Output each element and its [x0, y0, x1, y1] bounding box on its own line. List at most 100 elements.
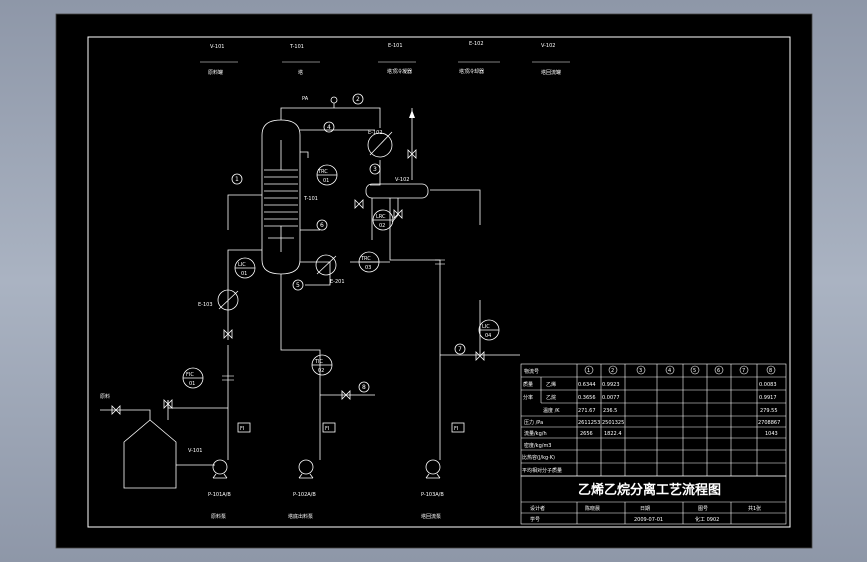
- table-header-label: 物流号: [524, 368, 539, 375]
- pump-labels: P-101A/B 原料泵 P-102A/B 塔底出料泵 P-103A/B 塔回流…: [208, 492, 444, 520]
- preheater-e103: [217, 289, 239, 311]
- valve-icon: [407, 149, 417, 159]
- inst-num-6: 03: [365, 265, 371, 271]
- legend-tag-5: V-102: [541, 43, 555, 49]
- row-4-col-8: 2708867: [758, 420, 780, 426]
- row-4-col-1: 2611253: [578, 420, 600, 426]
- valve-icon: [475, 351, 485, 361]
- reboiler-label: E-201: [330, 279, 345, 285]
- instrument-bubbles: [182, 164, 500, 389]
- valve-icon: [223, 329, 233, 339]
- tb-designer: 陈晓晨: [585, 505, 600, 512]
- fi-label-2: FI: [325, 426, 329, 432]
- title-block: 乙烯乙烷分离工艺流程图 设计者 陈晓晨 日期 图号 共1张 学号 2009-07…: [530, 482, 761, 523]
- row-3-col-8: 279.55: [760, 408, 778, 414]
- valve-icon: [393, 209, 403, 219]
- stream-5: 5: [296, 282, 300, 289]
- reboiler-e201: [315, 254, 337, 276]
- feed-label: 原料: [100, 393, 110, 400]
- tb-date: 2009-07-01: [634, 517, 663, 523]
- reflux-drum: [365, 183, 429, 199]
- row-1-col-8: 0.0083: [759, 382, 777, 388]
- pump-tag-3: P-103A/B: [421, 492, 444, 498]
- condenser-e101: [367, 131, 393, 158]
- tb-sheets: 共1张: [748, 505, 761, 512]
- pump-name-1: 原料泵: [211, 513, 226, 520]
- tb-drawing-no-label: 图号: [698, 506, 708, 512]
- legend-name-2: 塔: [298, 69, 303, 76]
- row-4-col-2: 2501325: [602, 420, 624, 426]
- valve-icon: [341, 390, 351, 400]
- legend-tag-1: V-101: [210, 44, 224, 50]
- stream-2: 2: [356, 96, 360, 103]
- drawing-title: 乙烯乙烷分离工艺流程图: [578, 482, 721, 498]
- legend-name-1: 原料罐: [208, 69, 223, 76]
- drum-label: V-102: [395, 177, 409, 183]
- control-valves: [111, 149, 485, 415]
- row-5-col-1: 2656: [580, 431, 593, 437]
- table-col-4: 4: [668, 368, 671, 374]
- table-col-1: 1: [587, 368, 590, 374]
- table-col-7: 7: [742, 368, 745, 374]
- legend-tag-2: T-101: [289, 44, 304, 50]
- row-6-label: 密度/kg/m3: [524, 442, 552, 449]
- inst-num-4: 01: [189, 381, 195, 387]
- row-3-label: 温度 /K: [543, 407, 560, 414]
- tank-label: V-101: [188, 448, 202, 454]
- stream-markers: [231, 93, 466, 393]
- row-2-col-8: 0.9917: [759, 395, 777, 401]
- row-1-label: 乙烯: [546, 381, 556, 388]
- row-5-col-8: 1043: [765, 431, 778, 437]
- inst-tag-6: TRC: [360, 256, 371, 262]
- inst-tag-1: TRC: [317, 169, 328, 175]
- stream-6: 6: [320, 222, 324, 229]
- inst-tag-7: LIC: [482, 324, 490, 330]
- inst-num-1: 01: [323, 178, 329, 184]
- legend-name-4: 塔顶冷却器: [459, 68, 484, 75]
- row-3-col-1: 271.67: [578, 408, 596, 414]
- row-1-col-2: 0.9923: [602, 382, 620, 388]
- inst-num-3: 02: [379, 223, 385, 229]
- legend-name-5: 塔回流罐: [541, 69, 561, 76]
- row-3-col-2: 236.5: [603, 408, 617, 414]
- inst-num-5: 02: [318, 368, 324, 374]
- instrument-labels: TRC 01 LIC 01 LRC 02 FIC 01 TIC 02 TRC 0…: [186, 169, 491, 387]
- fi-label-1: FI: [240, 426, 244, 432]
- pump-tag-1: P-101A/B: [208, 492, 231, 498]
- table-col-3: 3: [639, 368, 642, 374]
- condenser-label: E-102: [368, 130, 383, 136]
- inst-num-7: 04: [485, 333, 491, 339]
- row-1-col-1: 0.6344: [578, 382, 596, 388]
- inst-tag-4: FIC: [186, 372, 194, 378]
- valve-icon: [163, 399, 173, 409]
- stream-table-grid: [520, 363, 787, 477]
- table-col-8: 8: [769, 368, 772, 374]
- table-header-circles: [584, 365, 776, 375]
- row-7-label: 比热容(J/kg·K): [522, 454, 555, 461]
- row-2-group: 分率: [523, 394, 533, 401]
- inst-tag-2: LIC: [238, 262, 246, 268]
- orifice-plates: [222, 259, 445, 381]
- row-8-label: 平均相对分子质量: [522, 467, 562, 474]
- drawing-frame: [87, 36, 791, 528]
- stream-numbers: 1 2 3 4 5 6 7 8: [235, 96, 462, 391]
- pump-tag-2: P-102A/B: [293, 492, 316, 498]
- fi-label-3: FI: [454, 426, 458, 432]
- pumps: [212, 459, 441, 479]
- distillation-tower: [261, 119, 301, 275]
- row-5-col-2: 1822.4: [604, 431, 622, 437]
- row-1-group: 质量: [523, 381, 533, 388]
- row-5-label: 流量/kg/h: [524, 430, 547, 437]
- table-col-5: 5: [693, 368, 696, 374]
- tb-class: 化工 0902: [695, 516, 719, 523]
- stream-table: 物流号 1 2 3 4 5 6 7 8 质量 乙烯 0.6344 0.9923 …: [522, 368, 780, 474]
- tb-date-label: 日期: [640, 506, 650, 512]
- inst-tag-3: LRC: [376, 214, 386, 220]
- stream-7: 7: [458, 346, 462, 353]
- valve-icon: [354, 199, 364, 209]
- pa-label: PA: [302, 96, 309, 102]
- valve-icon: [111, 405, 121, 415]
- legend-name-3: 塔顶冷凝器: [387, 68, 412, 75]
- pump-name-2: 塔底出料泵: [288, 513, 313, 520]
- equipment-legend: V-101 原料罐 T-101 塔 E-101 塔顶冷凝器 E-102 塔顶冷却…: [208, 41, 561, 76]
